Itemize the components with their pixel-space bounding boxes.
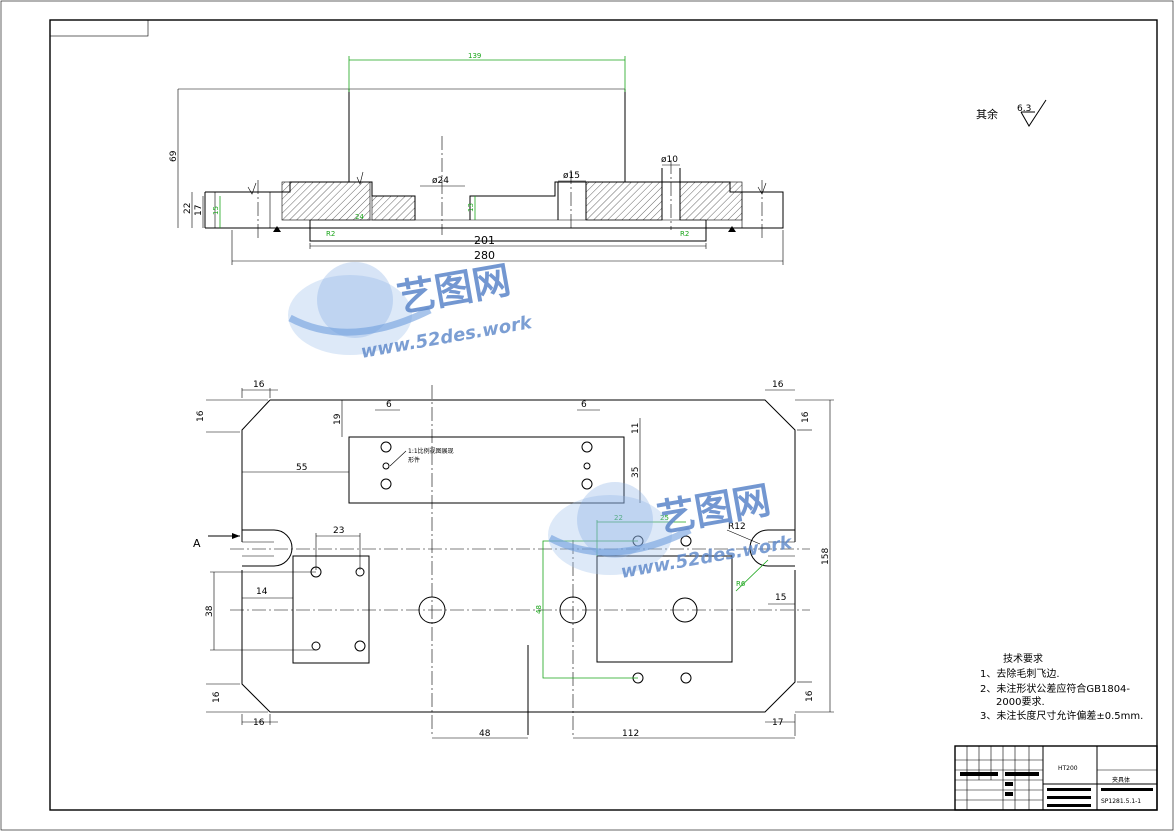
dim-158: 158 [821,548,831,565]
watermark-globe-icon-2 [548,495,672,575]
dim-r2-right: R2 [680,230,689,238]
dim-201: 201 [474,234,495,247]
watermark-lower: 艺图网 www.52des.work [548,478,794,583]
dim-22: 22 [183,203,193,214]
watermark-brand-2: 艺图网 [654,478,774,541]
note-sub: 形件 [408,456,420,464]
dim-69: 69 [169,150,179,162]
dim-17: 17 [772,718,783,728]
dim-r6: R6 [736,580,746,588]
title-part-name: 夹具体 [1112,776,1130,784]
view-label-a: A [193,537,201,550]
tech-req-item-3: 2000要求. [996,696,1045,708]
title-block: HT200 夹具体 SP1281.5.1-1 [954,745,1158,811]
title-material: HT200 [1058,765,1078,772]
watermark-upper: 艺图网 www.52des.work [288,258,534,363]
dim-15-right: 15 [775,593,786,603]
tech-req-title: 技术要求 [1003,652,1043,665]
dim-g22: 22 [614,514,623,522]
dim-112: 112 [622,729,639,739]
dim-11: 11 [631,423,641,434]
dim-13: 13 [467,203,475,212]
dim-14: 14 [256,587,268,597]
tech-req-item-2: 2、未注形状公差应符合GB1804- [980,682,1130,695]
dim-38: 38 [205,605,215,617]
dim-g24: 24 [355,213,364,221]
dim-16-bl-left: 16 [212,691,222,703]
dim-dia-24: ø24 [432,176,449,186]
dim-6-left: 6 [386,400,392,410]
dim-dia-10: ø10 [661,155,678,165]
dim-r12: R12 [728,522,746,532]
dim-280: 280 [474,249,495,262]
dim-r2-left: R2 [326,230,335,238]
note-label: 1:1比例视图展现 [408,447,454,455]
tech-requirements: 技术要求 1、去除毛刺飞边. 2、未注形状公差应符合GB1804- 2000要求… [980,652,1143,722]
inner-border [49,19,1158,811]
dim-6-right: 6 [581,400,587,410]
dim-19: 19 [333,413,343,425]
surface-finish-note: 其余 6.3 [976,99,1047,127]
dim-16-tr-right: 16 [801,411,811,423]
dim-17: 17 [194,205,204,216]
dim-dia-15: ø15 [563,171,580,181]
surface-finish-value: 6.3 [1017,104,1031,114]
dim-15: 15 [212,206,220,215]
dim-g48: 48 [535,605,543,614]
plan-view: A 16 16 16 16 19 6 6 11 35 55 [193,380,834,739]
surface-finish-label: 其余 [976,107,998,121]
dim-16-br-right: 16 [805,690,815,702]
watermark-brand: 艺图网 [394,258,514,321]
section-view: 139 69 22 17 15 13 ø24 ø15 ø10 R2 R2 24 … [169,52,784,265]
dim-g25: 25 [660,514,669,522]
dim-16-bl-bottom: 16 [253,718,265,728]
dim-35: 35 [631,467,641,478]
dim-16-tl-left: 16 [196,410,206,422]
dim-48: 48 [479,729,491,739]
dim-55: 55 [296,463,307,473]
dim-16-tl-top: 16 [253,380,265,390]
watermark-globe-icon [288,275,412,355]
tech-req-item-1: 1、去除毛刺飞边. [980,667,1060,680]
tech-req-item-4: 3、未注长度尺寸允许偏差±0.5mm. [980,709,1143,722]
corner-code-box [49,19,149,37]
title-drawing-no: SP1281.5.1-1 [1101,798,1141,805]
dim-23: 23 [333,526,344,536]
dim-16-tr-top: 16 [772,380,784,390]
dim-139: 139 [468,52,481,60]
